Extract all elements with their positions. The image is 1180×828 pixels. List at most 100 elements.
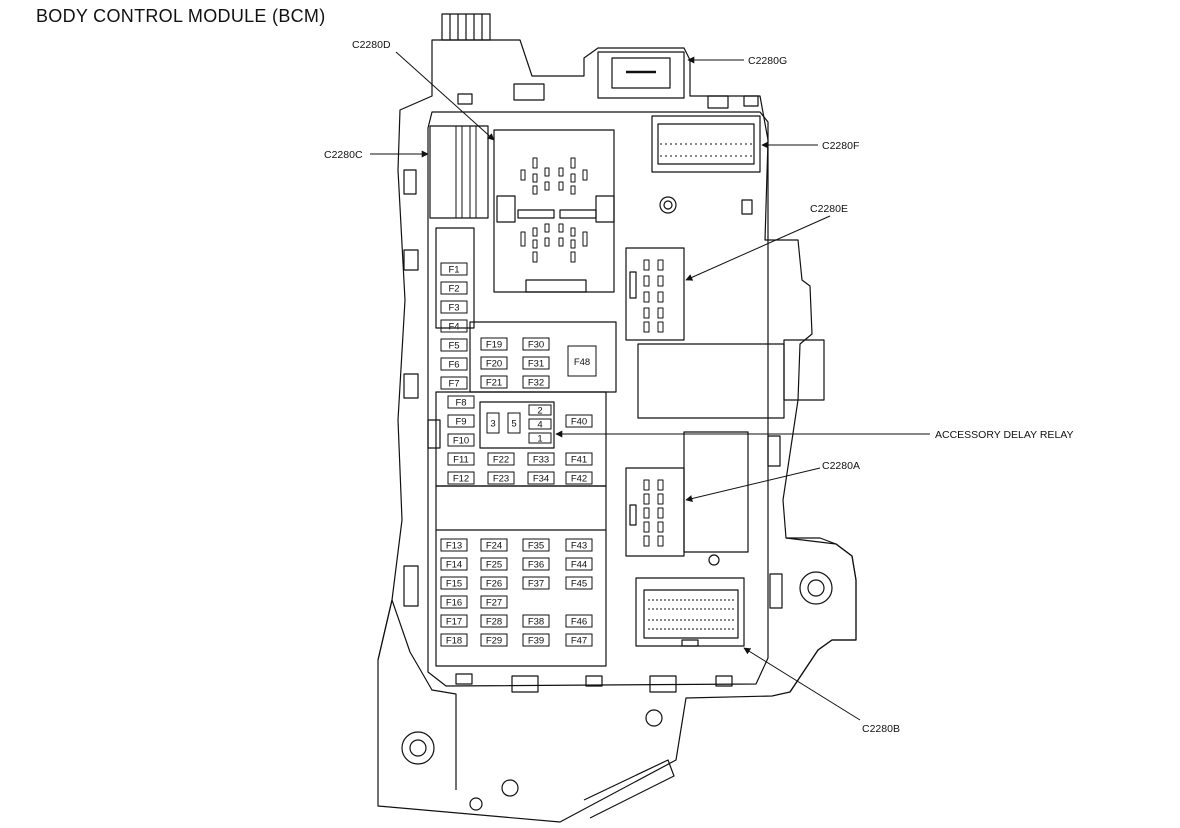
fuse-f33-label: F33	[533, 455, 549, 466]
fuse-f22-label: F22	[493, 455, 509, 466]
fuse-f14-box	[440, 557, 468, 571]
relay-pin-1-box	[528, 432, 552, 444]
fuse-f41-label: F41	[571, 455, 587, 466]
fuse-f36-box	[522, 557, 550, 571]
fuse-f47-label: F47	[571, 636, 587, 647]
fuse-f17-box	[440, 614, 468, 628]
fuse-f22-box	[487, 452, 515, 466]
fuse-f3-label: F3	[448, 303, 459, 314]
fuse-f38-box	[522, 614, 550, 628]
fuse-f34-box	[527, 471, 555, 485]
relay-pin-5-box	[507, 412, 521, 434]
fuse-f43-box	[565, 538, 593, 552]
fuse-f21-box	[480, 375, 508, 389]
fuse-f24-label: F24	[486, 541, 502, 552]
fuse-f24-box	[480, 538, 508, 552]
relay-pin-3-box	[486, 412, 500, 434]
housing-inner-outline	[427, 111, 769, 687]
relay-pin-2-label: 2	[537, 406, 542, 417]
fuse-f6-box	[440, 357, 468, 371]
fuse-f44-box	[565, 557, 593, 571]
fuse-f37-label: F37	[528, 579, 544, 590]
fuse-f12-box	[447, 471, 475, 485]
relay-pin-3-label: 3	[490, 419, 495, 430]
label-c2280f: C2280F	[822, 140, 859, 152]
fuse-f16-label: F16	[446, 598, 462, 609]
fuse-f8-label: F8	[455, 398, 466, 409]
fuse-f33-box	[527, 452, 555, 466]
relay-pin-1-label: 1	[537, 434, 542, 445]
fuse-f46-box	[565, 614, 593, 628]
fuse-f20-box	[480, 356, 508, 370]
fuse-f31-box	[522, 356, 550, 370]
fuse-f40-box	[565, 414, 593, 428]
fuse-f37-box	[522, 576, 550, 590]
fuse-f13-box	[440, 538, 468, 552]
leader-c2280d	[395, 51, 495, 141]
relay-pin-2-box	[528, 404, 552, 416]
fuse-f25-box	[480, 557, 508, 571]
leader-c2280a	[685, 467, 821, 502]
fuse-f46-label: F46	[571, 617, 587, 628]
fuse-f26-label: F26	[486, 579, 502, 590]
relay-pin-4-box	[528, 418, 552, 430]
fuse-f25-label: F25	[486, 560, 502, 571]
fuse-f20-label: F20	[486, 359, 502, 370]
fuse-f13-label: F13	[446, 541, 462, 552]
fuse-f35-label: F35	[528, 541, 544, 552]
fuse-f27-box	[480, 595, 508, 609]
fuse-f38-label: F38	[528, 617, 544, 628]
fuse-f3-box	[440, 300, 468, 314]
fuse-f9-box	[447, 414, 475, 428]
fuse-f18-label: F18	[446, 636, 462, 647]
fuse-f23-box	[487, 471, 515, 485]
fuse-f29-box	[480, 633, 508, 647]
accessory-delay-relay	[479, 401, 555, 449]
fuse-f10-label: F10	[453, 436, 469, 447]
label-c2280b: C2280B	[862, 723, 900, 735]
connector-c2280e	[625, 247, 685, 341]
fuse-f41-box	[565, 452, 593, 466]
fuse-f34-label: F34	[533, 474, 549, 485]
label-c2280a: C2280A	[822, 460, 860, 472]
fuse-panel-lower	[435, 485, 607, 667]
fuse-f28-box	[480, 614, 508, 628]
fuse-f2-box	[440, 281, 468, 295]
fuse-f11-label: F11	[453, 455, 469, 466]
fuse-f26-box	[480, 576, 508, 590]
fuse-f4-label: F4	[448, 322, 459, 333]
leader-c2280e	[685, 215, 831, 281]
relay-pin-4-label: 4	[537, 420, 542, 431]
fuse-f21-label: F21	[486, 378, 502, 389]
fuse-f14-label: F14	[446, 560, 462, 571]
fuse-f39-box	[522, 633, 550, 647]
fuse-f44-label: F44	[571, 560, 587, 571]
fuse-f48-label: F48	[574, 357, 590, 368]
fuse-f31-label: F31	[528, 359, 544, 370]
fuse-f7-label: F7	[448, 379, 459, 390]
fuse-f17-label: F17	[446, 617, 462, 628]
diagram-title: BODY CONTROL MODULE (BCM)	[36, 6, 326, 26]
fuse-f30-box	[522, 337, 550, 351]
fuse-f15-label: F15	[446, 579, 462, 590]
label-c2280g: C2280G	[748, 55, 787, 67]
fuse-f36-label: F36	[528, 560, 544, 571]
label-c2280c: C2280C	[324, 149, 363, 161]
connector-c2280c	[429, 125, 489, 219]
fuse-f42-label: F42	[571, 474, 587, 485]
fuse-f28-label: F28	[486, 617, 502, 628]
fuse-f48-box	[567, 345, 597, 377]
leader-c2280b	[743, 647, 861, 721]
fuse-f1-box	[440, 262, 468, 276]
fuse-f32-box	[522, 375, 550, 389]
fuse-f4-box	[440, 319, 468, 333]
fuse-f40-label: F40	[571, 417, 587, 428]
fuse-f12-label: F12	[453, 474, 469, 485]
fuse-f45-label: F45	[571, 579, 587, 590]
fuse-f23-label: F23	[493, 474, 509, 485]
fuse-f5-label: F5	[448, 341, 459, 352]
label-c2280d: C2280D	[352, 39, 391, 51]
fuse-f29-label: F29	[486, 636, 502, 647]
fuse-f16-box	[440, 595, 468, 609]
fuse-f39-label: F39	[528, 636, 544, 647]
